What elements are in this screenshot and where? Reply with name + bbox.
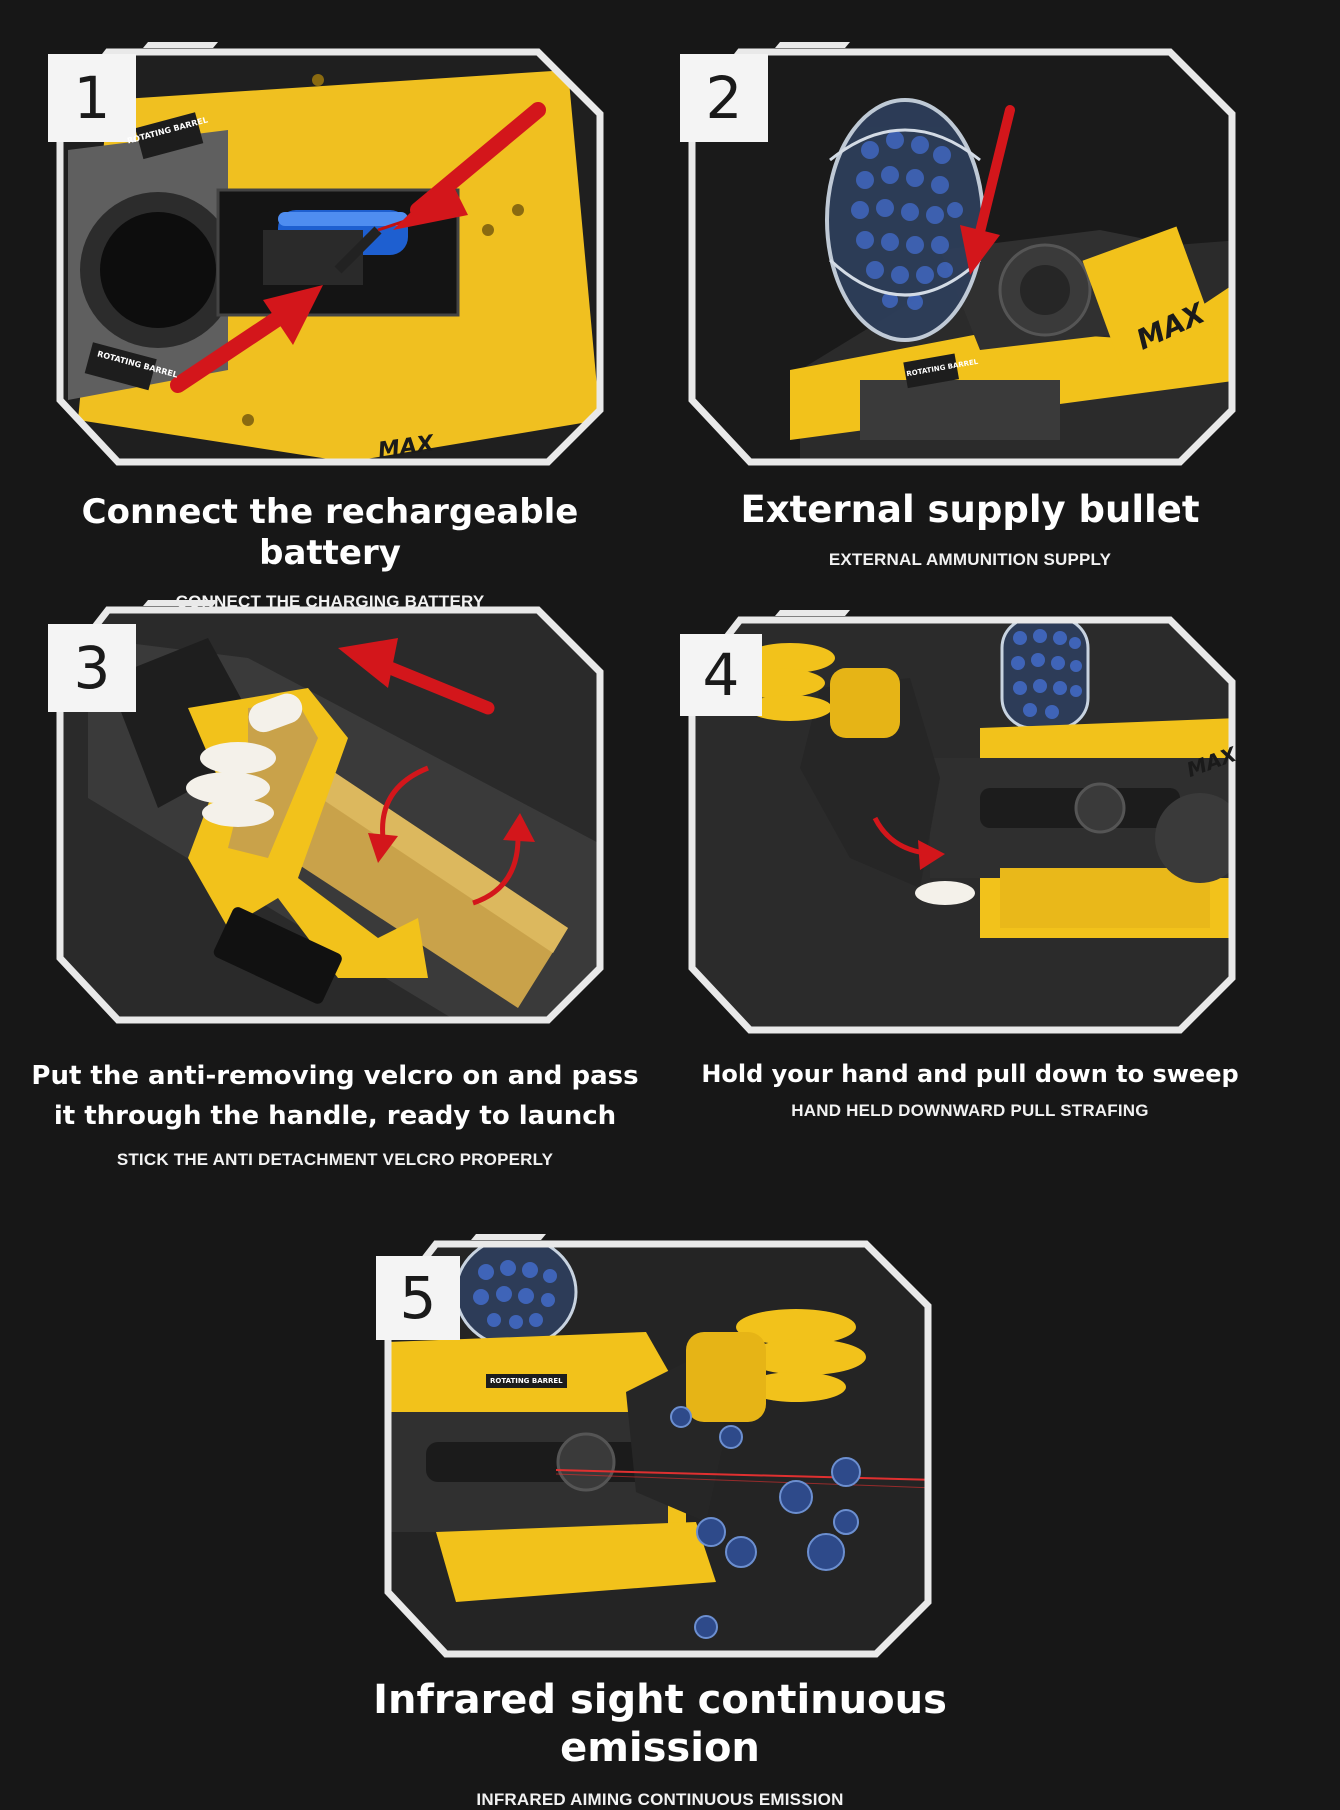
step-subtitle: EXTERNAL AMMUNITION SUPPLY: [828, 550, 1112, 570]
step-subtitle: STICK THE ANTI DETACHMENT VELCRO PROPERL…: [116, 1150, 554, 1169]
step-4-panel: 4 MAX: [680, 608, 1240, 1038]
step-2-caption: External supply bullet EXTERNAL AMMUNITI…: [680, 488, 1260, 570]
step-subtitle: HAND HELD DOWNWARD PULL STRAFING: [791, 1100, 1149, 1120]
step-title: Connect the rechargeable battery: [81, 492, 579, 573]
step-1-caption: Connect the rechargeable battery CONNECT…: [40, 492, 620, 612]
step-2-panel: 2 MAX ROTATING BARREL: [680, 40, 1240, 470]
step-3-panel: 3: [48, 598, 608, 1028]
step-3-illustration: [56, 600, 604, 1024]
step-1-panel: 1 ROTATING BARREL ROTATING BARREL MAX: [48, 40, 608, 470]
step-subtitle: INFRARED AIMING CONTINUOUS EMISSION: [476, 1790, 844, 1809]
step-4-illustration: [688, 610, 1236, 1034]
step-subtitle: CONNECT THE CHARGING BATTERY: [175, 591, 485, 611]
step-5-caption: Infrared sight continuous emission INFRA…: [290, 1676, 1030, 1810]
step-number-badge: 5: [376, 1256, 460, 1340]
step-3-caption: Put the anti-removing velcro on and pass…: [20, 1056, 650, 1170]
step-5-illustration: [384, 1234, 932, 1658]
step-title: External supply bullet: [740, 488, 1200, 531]
step-title: Infrared sight continuous emission: [373, 1677, 947, 1771]
step-1-illustration: [56, 42, 604, 466]
step-title-line-2: it through the handle, ready to launch: [53, 1101, 617, 1131]
step-2-illustration: [688, 42, 1236, 466]
decal-label: ROTATING BARREL: [486, 1374, 567, 1388]
step-number-badge: 1: [48, 54, 136, 142]
step-number-badge: 2: [680, 54, 768, 142]
step-number-badge: 3: [48, 624, 136, 712]
step-title: Hold your hand and pull down to sweep: [701, 1060, 1239, 1088]
step-5-panel: 5 ROTATING BARREL: [376, 1232, 936, 1662]
step-number-badge: 4: [680, 634, 762, 716]
step-4-caption: Hold your hand and pull down to sweep HA…: [680, 1060, 1260, 1121]
step-title-line-1: Put the anti-removing velcro on and pass: [31, 1061, 639, 1091]
